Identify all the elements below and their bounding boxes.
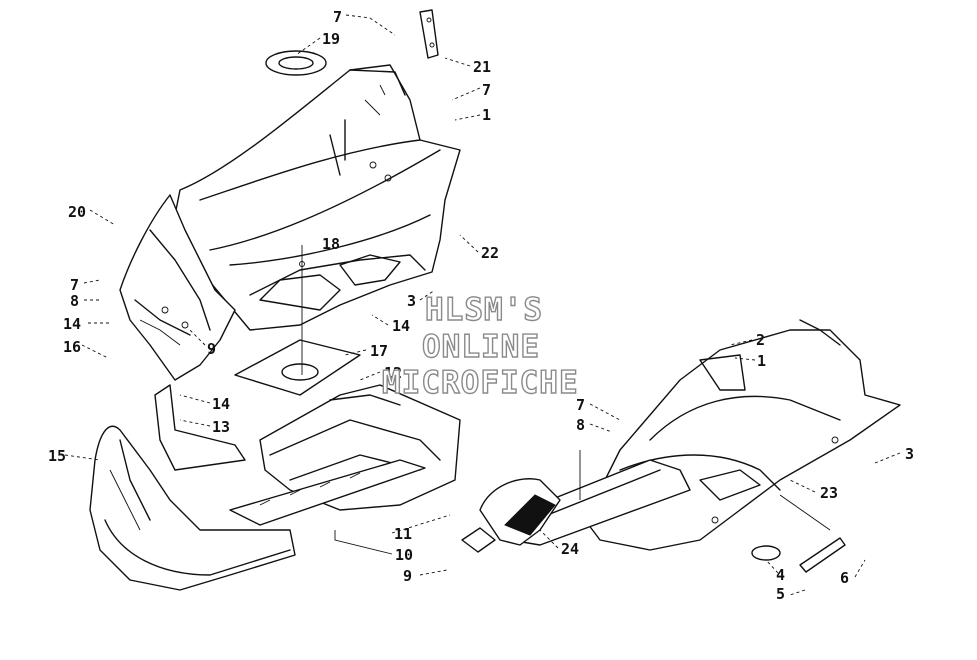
- callout-8-left: 8: [70, 292, 79, 310]
- callout-7-right: 7: [576, 396, 585, 414]
- callout-5: 5: [776, 585, 785, 603]
- callout-4: 4: [776, 566, 785, 584]
- callout-17: 17: [370, 342, 388, 360]
- callout-7-upper-right: 7: [482, 81, 491, 99]
- hose-duct: [461, 478, 561, 553]
- callout-7-left: 7: [70, 276, 79, 294]
- callout-3-upper: 3: [407, 292, 416, 310]
- tunnel-cover: [259, 384, 461, 511]
- front-bumper: [89, 425, 296, 591]
- watermark: HLSM'S ONLINE MICROFICHE: [381, 291, 579, 401]
- watermark-line-2: ONLINE: [422, 329, 540, 365]
- side-bracket: [154, 384, 246, 471]
- callout-14-center: 14: [392, 317, 410, 335]
- callout-2: 2: [756, 331, 765, 349]
- callout-9-lower: 9: [403, 567, 412, 585]
- trim-strip: [799, 537, 846, 573]
- access-plate: [234, 339, 361, 396]
- callout-14-lower: 14: [212, 395, 230, 413]
- running-board: [229, 459, 426, 526]
- callout-23: 23: [820, 484, 838, 502]
- callout-3-lower: 3: [905, 445, 914, 463]
- callout-12: 12: [384, 364, 402, 382]
- callout-11: 11: [394, 525, 412, 543]
- mounting-bracket: [419, 9, 439, 59]
- watermark-line-1: HLSM'S: [425, 292, 543, 328]
- side-panel-left: [119, 194, 236, 381]
- callout-22: 22: [481, 244, 499, 262]
- callout-21: 21: [473, 58, 491, 76]
- callout-13: 13: [212, 418, 230, 436]
- belly-pan-upper: [169, 64, 461, 331]
- callout-labels: 7 19 21 7 1 20 18 22 7 8 3 14 14 9 16 17…: [48, 8, 914, 603]
- grommet-washer: [265, 50, 327, 76]
- callout-18: 18: [322, 235, 340, 253]
- callout-1-upper: 1: [482, 106, 491, 124]
- watermark-line-3: MICROFICHE: [382, 365, 579, 401]
- belly-pan-lower: [584, 319, 901, 551]
- callout-19: 19: [322, 30, 340, 48]
- callout-10: 10: [395, 546, 413, 564]
- callout-9-left: 9: [207, 340, 216, 358]
- callout-6: 6: [840, 569, 849, 587]
- leader-lines: [64, 14, 901, 596]
- callout-7-top: 7: [333, 8, 342, 26]
- callout-1-lower: 1: [757, 352, 766, 370]
- callout-8-right: 8: [576, 416, 585, 434]
- oval-plug: [751, 545, 781, 561]
- callout-20: 20: [68, 203, 86, 221]
- callout-14-left: 14: [63, 315, 81, 333]
- callout-24: 24: [561, 540, 579, 558]
- callout-15: 15: [48, 447, 66, 465]
- callout-16: 16: [63, 338, 81, 356]
